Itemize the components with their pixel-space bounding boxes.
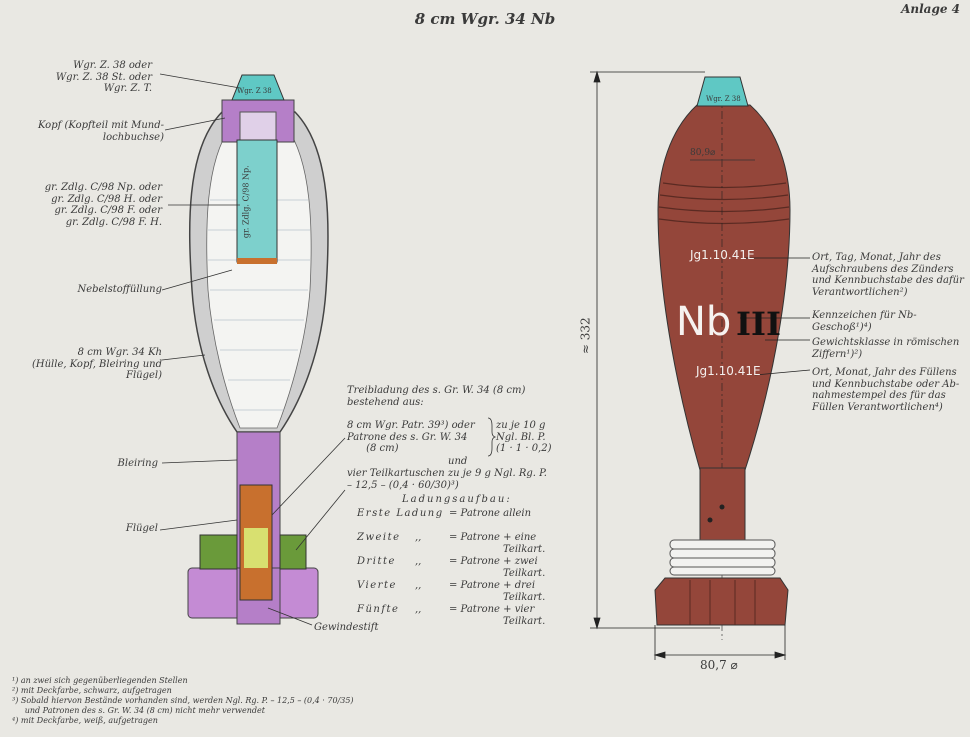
diameter-dimension: 80,7 ⌀ bbox=[700, 658, 738, 672]
charge-und: und bbox=[448, 456, 468, 467]
stamp-filling-date: Jg1.10.41E bbox=[696, 364, 761, 378]
annex-label: Anlage 4 bbox=[901, 2, 960, 16]
footnote: ²) mit Deckfarbe, schwarz, aufgetragen bbox=[12, 686, 172, 695]
fuze-marking-left: Wgr. Z 38 bbox=[237, 87, 272, 95]
smoke-filling bbox=[206, 124, 312, 429]
external-view bbox=[654, 76, 791, 640]
fins-r bbox=[654, 577, 789, 626]
dimension-lines bbox=[590, 70, 811, 660]
charge-increments: vier Teilkartuschen zu je 9 g Ngl. Rg. P… bbox=[347, 468, 547, 491]
weight-class-marking: III bbox=[736, 305, 781, 343]
page-title: 8 cm Wgr. 34 Nb bbox=[414, 10, 556, 28]
footnotes: ¹) an zwei sich gegenüberliegenden Stell… bbox=[12, 676, 354, 726]
footnote: ³) Sobald hiervon Bestände vorhanden sin… bbox=[12, 696, 354, 715]
fuze bbox=[231, 74, 285, 101]
label-fuze: Wgr. Z. 38 oder Wgr. Z. 38 St. oder Wgr.… bbox=[55, 60, 152, 94]
charge-brace-text: zu je 10 g Ngl. Bl. P. (1 · 1 · 0,2) bbox=[496, 420, 552, 454]
label-ring: Bleiring bbox=[117, 458, 158, 469]
label-date2: Ort, Monat, Jahr des Füllens und Kennbuc… bbox=[812, 367, 960, 413]
label-date1: Ort, Tag, Monat, Jahr des Aufschraubens … bbox=[812, 252, 964, 298]
stamp-fuze-date: Jg1.10.41E bbox=[690, 248, 755, 262]
footnote: ⁴) mit Deckfarbe, weiß, aufgetragen bbox=[12, 716, 158, 725]
booster-marking: gr. Zdlg. C/98 Np. bbox=[241, 165, 251, 239]
green-increments-r bbox=[279, 534, 307, 570]
label-head: Kopf (Kopfteil mit Mund- lochbuchse) bbox=[37, 120, 164, 143]
charge-heading: Treibladung des s. Gr. W. 34 (8 cm) best… bbox=[347, 385, 526, 408]
charge-items: 8 cm Wgr. Patr. 39³) oder Patrone des s.… bbox=[347, 420, 475, 454]
build-heading: Ladungsaufbau: bbox=[402, 494, 512, 505]
label-fins: Flügel bbox=[125, 523, 158, 534]
label-filling: Nebelstoffüllung bbox=[77, 284, 162, 295]
label-nb: Kennzeichen für Nb- Geschoß¹)⁴) bbox=[812, 310, 917, 333]
length-dimension: ≈ 332 bbox=[578, 317, 593, 355]
green-increments-l bbox=[199, 534, 238, 570]
footnote: ¹) an zwei sich gegenüberliegenden Stell… bbox=[12, 676, 188, 685]
section-view bbox=[187, 74, 329, 625]
fuze-r bbox=[696, 76, 749, 107]
leader-lines bbox=[159, 73, 497, 626]
label-shell: 8 cm Wgr. 34 Kh (Hülle, Kopf, Bleiring u… bbox=[31, 347, 162, 381]
label-weight: Gewichtsklasse in römischen Ziffern¹)²) bbox=[812, 337, 960, 360]
diameter-top-marking: 80,9⌀ bbox=[690, 148, 716, 158]
fuze-marking-right: Wgr. Z 38 bbox=[706, 95, 741, 103]
label-booster: gr. Zdlg. C/98 Np. oder gr. Zdlg. C/98 H… bbox=[44, 182, 162, 228]
nb-marking: Nb bbox=[676, 299, 732, 345]
white-increments bbox=[669, 539, 776, 576]
label-pin: Gewindestift bbox=[314, 622, 379, 633]
